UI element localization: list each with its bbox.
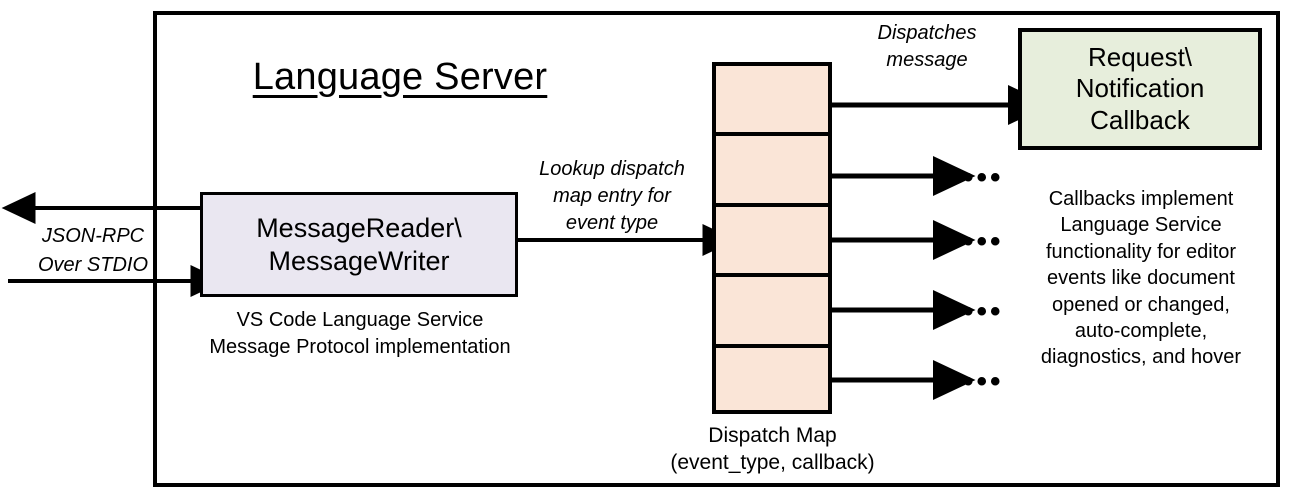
lookup-dispatch-label: Lookup dispatch map entry for event type — [539, 158, 685, 234]
dispatch-map-row-divider — [712, 132, 832, 136]
dispatch-row-2-ellipsis: ••• — [963, 225, 1004, 258]
dispatch-map-table[interactable] — [712, 62, 832, 414]
jsonrpc-transport-label: JSON-RPC Over STDIO — [37, 225, 148, 276]
request-notification-callback-box[interactable]: Request\ Notification Callback — [1018, 28, 1262, 150]
dispatch-map-caption: Dispatch Map (event_type, callback) — [670, 424, 875, 475]
request-notification-callback-label: Request\ Notification Callback — [1075, 42, 1205, 135]
dispatch-row-3-ellipsis: ••• — [963, 295, 1004, 328]
dispatches-message-label: Dispatches message — [877, 22, 977, 71]
message-reader-writer-box[interactable]: MessageReader\ MessageWriter — [200, 192, 518, 297]
dispatch-row-4-ellipsis: ••• — [963, 365, 1004, 398]
message-reader-writer-caption: VS Code Language Service Message Protoco… — [209, 309, 511, 358]
page-title: Language Server — [252, 56, 548, 98]
message-reader-writer-label: MessageReader\ MessageWriter — [256, 212, 462, 276]
callback-caption: Callbacks implement Language Service fun… — [1040, 188, 1242, 369]
dispatch-row-1-ellipsis: ••• — [963, 161, 1004, 194]
dispatch-map-row-divider — [712, 203, 832, 207]
dispatch-map-row-divider — [712, 344, 832, 348]
language-server-boundary — [153, 11, 1280, 487]
dispatch-map-row-divider — [712, 273, 832, 277]
